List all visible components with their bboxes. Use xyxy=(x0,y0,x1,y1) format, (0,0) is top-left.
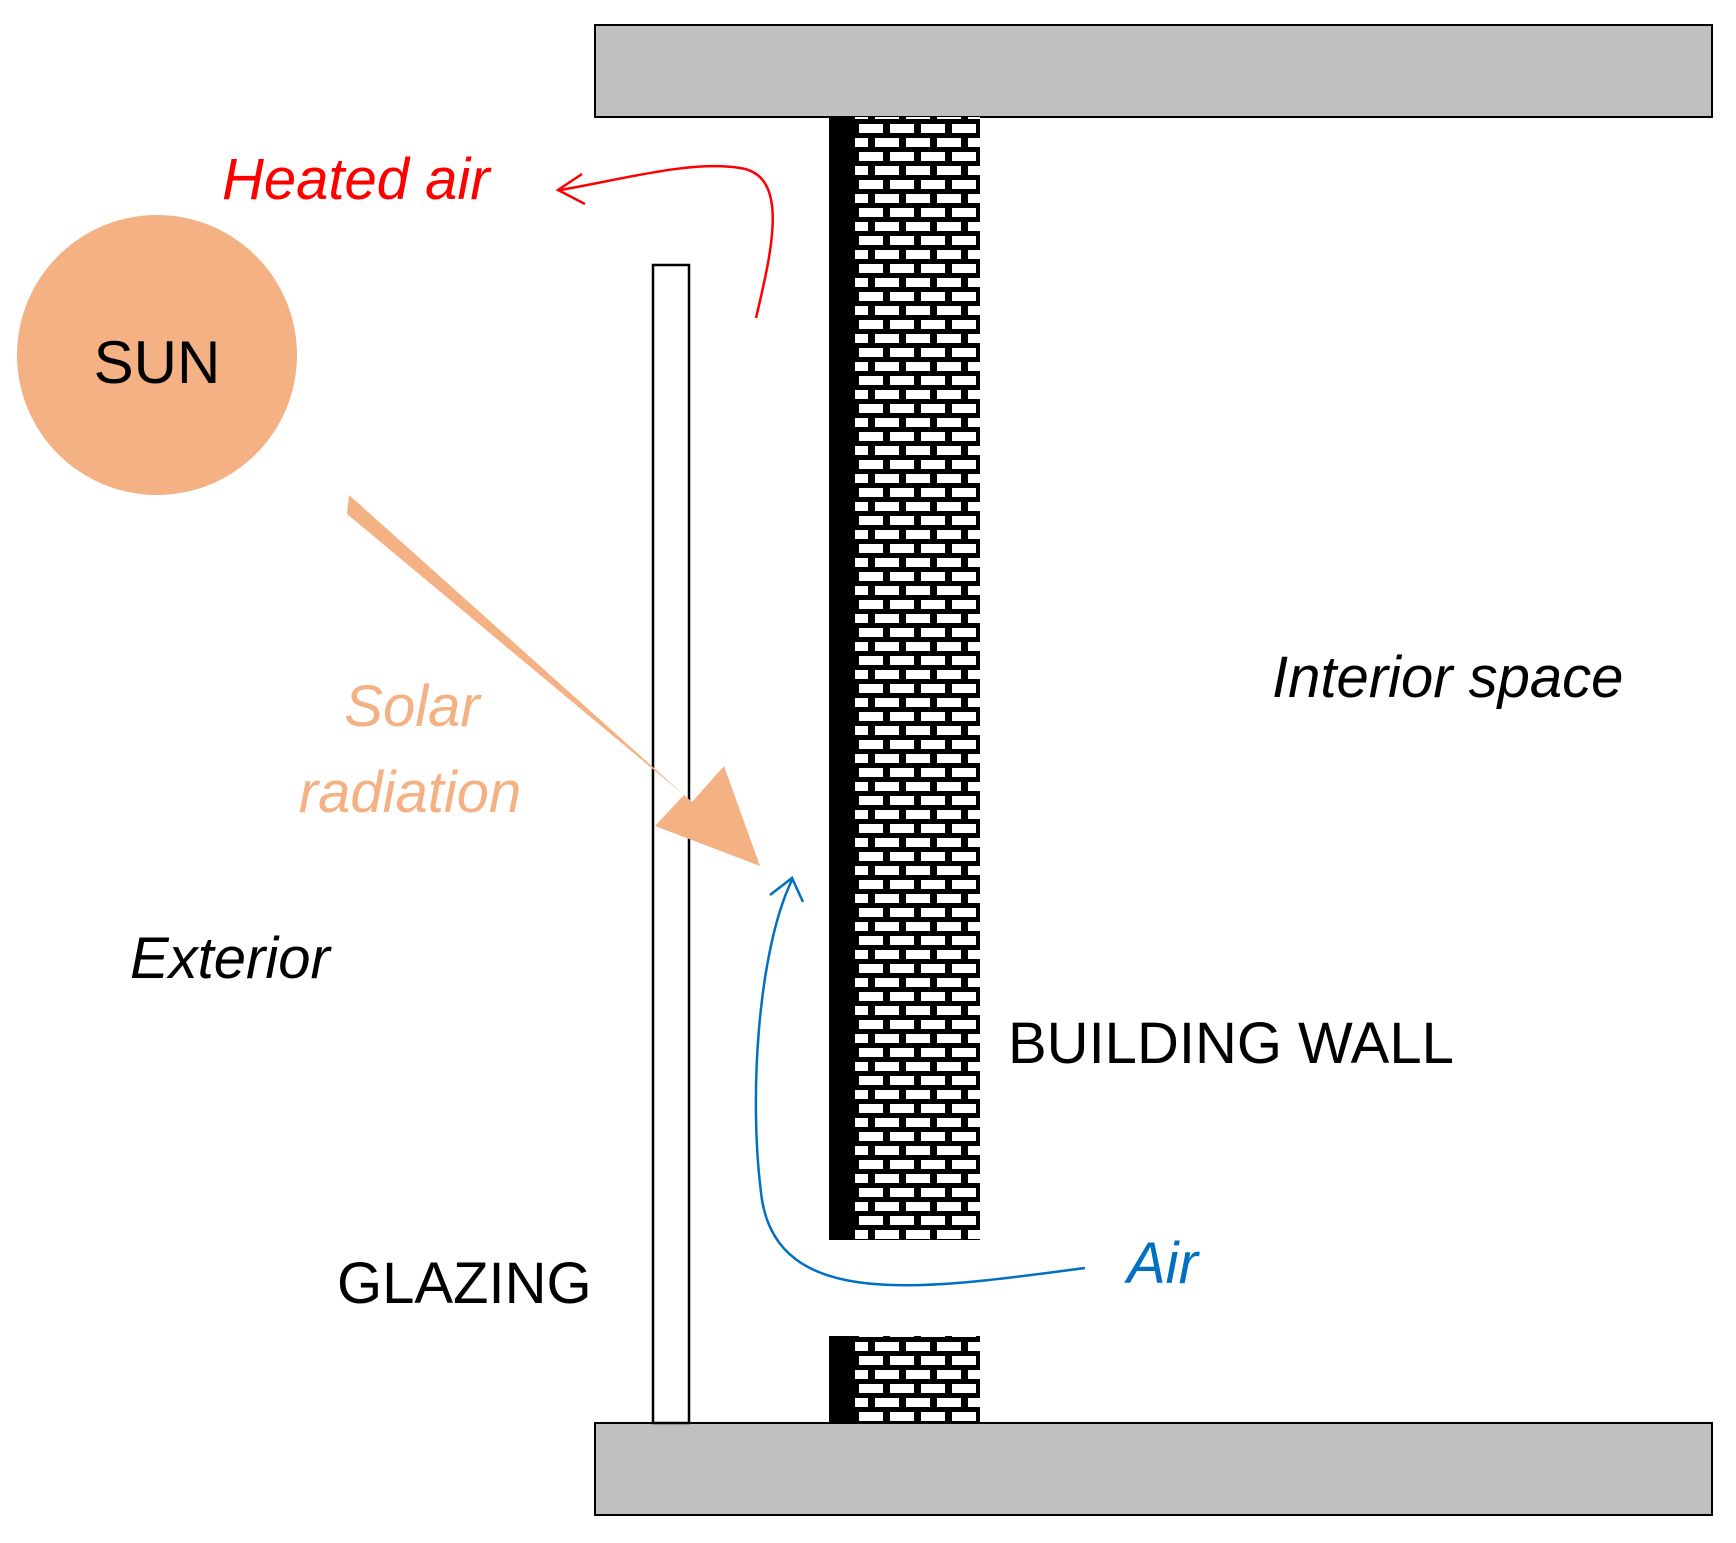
solar-radiation-arrow xyxy=(347,495,760,866)
interior-space-label: Interior space xyxy=(1272,645,1623,710)
air-flow-arrowhead xyxy=(769,876,805,903)
bottom-slab xyxy=(594,1422,1713,1516)
building-wall-label: BUILDING WALL xyxy=(1008,1011,1454,1076)
solar-radiation-label-line2: radiation xyxy=(299,760,521,825)
glazing-pane xyxy=(651,263,691,1425)
building-wall-lower xyxy=(829,1336,980,1423)
heated-air-arrow xyxy=(559,164,774,319)
building-wall-upper xyxy=(829,117,980,1240)
top-slab xyxy=(594,24,1713,118)
glazing-label: GLAZING xyxy=(337,1251,592,1316)
solar-radiation-label-line1: Solar xyxy=(344,674,482,739)
air-label: Air xyxy=(1124,1231,1201,1296)
heated-air-label: Heated air xyxy=(222,147,492,212)
exterior-label: Exterior xyxy=(130,926,333,991)
heated-air-arrowhead xyxy=(555,172,586,206)
air-flow-arrow xyxy=(754,879,1086,1287)
sun-label: SUN xyxy=(94,329,221,396)
sun-circle xyxy=(17,215,297,495)
